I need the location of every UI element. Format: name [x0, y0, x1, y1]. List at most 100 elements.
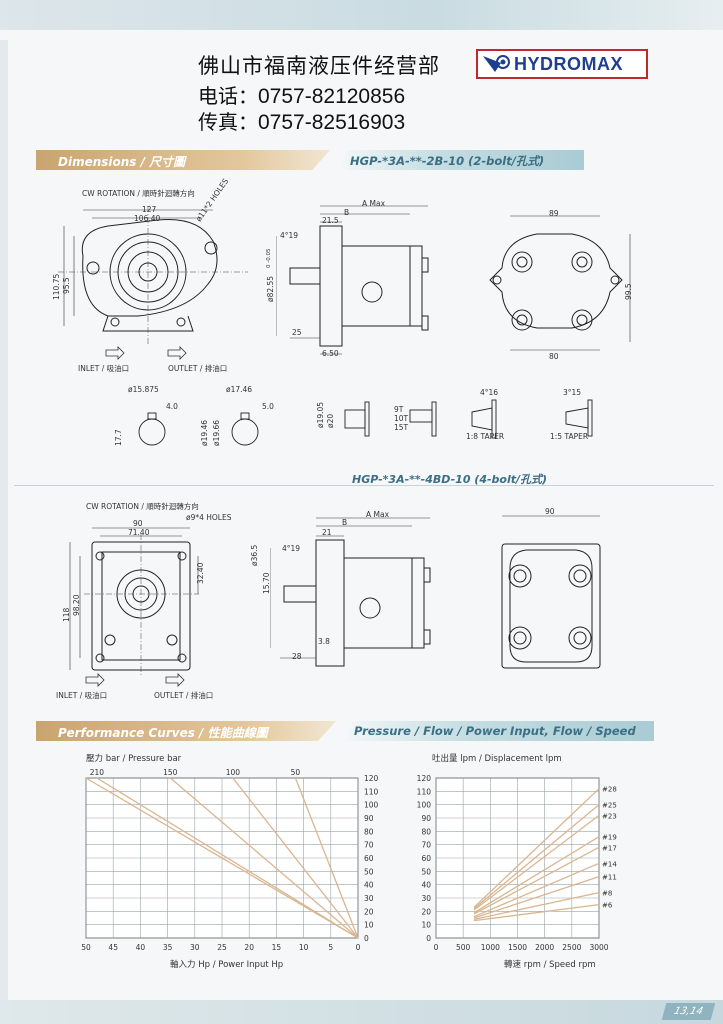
model-bar-2b: HGP-*3A-**-2B-10 (2-bolt/孔式) — [340, 150, 584, 170]
spline-10t: 10T — [394, 414, 409, 423]
rear-view-2bolt — [489, 215, 631, 351]
chart1-xlabel: 軸入力 Hp / Power Input Hp — [170, 960, 284, 970]
inlet-label-2b: INLET / 吸油口 — [78, 364, 130, 373]
fax-label: 传真： — [198, 110, 258, 134]
top-tick-label: 50 — [291, 768, 301, 777]
side-dim-28: 28 — [292, 652, 302, 661]
cw-rotation-label-4b: CW ROTATION / 順時針迴轉方向 — [86, 502, 199, 511]
x-tick-label: 0 — [356, 943, 361, 952]
series-line — [169, 777, 359, 939]
hydromax-logo-icon — [478, 51, 514, 77]
series-line — [473, 862, 600, 918]
series-line — [473, 814, 600, 911]
side-dia-tolerance: 0 -0.05 — [266, 248, 272, 268]
dim-118: 118 — [62, 607, 71, 622]
y-tick-label: 100 — [417, 801, 432, 810]
dimensions-title-bar: Dimensions / 尺寸圖 — [36, 150, 330, 170]
performance-title-bar: Performance Curves / 性能曲線圖 — [36, 721, 336, 741]
side-a-max-4b: A Max — [366, 510, 390, 519]
x-tick-label: 2000 — [535, 943, 554, 952]
dim-71-40: 71.40 — [128, 528, 150, 537]
phone-label: 电话： — [198, 84, 258, 108]
series-line — [473, 788, 600, 908]
series-line — [473, 892, 600, 920]
y-tick-label: 10 — [421, 921, 431, 930]
flow-arrows-4b — [85, 673, 185, 687]
x-tick-label: 45 — [108, 943, 118, 952]
x-tick-label: 15 — [272, 943, 282, 952]
dim-127: 127 — [142, 205, 157, 214]
top-tick-label: 100 — [226, 768, 241, 777]
side-angle-2b: 4°19 — [280, 231, 299, 240]
y-tick-label: 90 — [421, 814, 431, 823]
shaft-e-angle: 3°15 — [563, 388, 582, 397]
y-tick-label: 50 — [421, 867, 431, 876]
y-tick-label: 20 — [421, 907, 431, 916]
x-tick-label: 25 — [217, 943, 227, 952]
side-dim-3-8: 3.8 — [318, 637, 330, 646]
top-tick-label: 150 — [163, 768, 178, 777]
x-tick-label: 20 — [244, 943, 254, 952]
y-tick-label: 30 — [364, 894, 374, 903]
outlet-label-2b: OUTLET / 排油口 — [168, 364, 228, 373]
series-line — [473, 904, 600, 922]
rear-dim-80: 80 — [549, 352, 559, 361]
shaft-details — [138, 399, 593, 446]
x-tick-label: 30 — [190, 943, 200, 952]
side-dim-6-50: 6.50 — [322, 349, 339, 358]
y-tick-label: 120 — [364, 774, 379, 783]
bottom-band: 13,14 — [0, 1000, 723, 1024]
series-label: #19 — [602, 834, 617, 842]
top-band — [0, 0, 723, 30]
shaft-d-taper: 1:8 TAPER — [466, 432, 505, 441]
brand-name: HYDROMAX — [514, 53, 624, 74]
front-view-2bolt — [58, 206, 248, 346]
rear-dim-90: 90 — [545, 507, 555, 516]
company-block: 佛山市福南液压件经营部 电话：0757-82120856 传真：0757-825… — [198, 50, 458, 134]
x-tick-label: 40 — [136, 943, 146, 952]
x-tick-label: 1500 — [508, 943, 527, 952]
rear-view-4bolt — [501, 515, 601, 669]
dim-90-front: 90 — [133, 519, 143, 528]
performance-subtitle-bar: Pressure / Flow / Power Input, Flow / Sp… — [344, 721, 654, 741]
side-b-2b: B — [344, 208, 350, 217]
performance-subtitle: Pressure / Flow / Power Input, Flow / Sp… — [354, 724, 636, 738]
x-tick-label: 1000 — [481, 943, 500, 952]
y-tick-label: 100 — [364, 801, 379, 810]
x-tick-label: 3000 — [589, 943, 608, 952]
series-label: #28 — [602, 786, 617, 794]
flow-arrows-2b — [105, 346, 187, 360]
series-line — [473, 846, 600, 915]
chart2-top-label: 吐出量 lpm / Displacement lpm — [432, 754, 562, 764]
series-line — [232, 777, 359, 939]
series-line — [294, 777, 359, 939]
shaft-b-dia: ø17.46 — [226, 385, 253, 394]
inlet-label-4b: INLET / 吸油口 — [56, 691, 108, 700]
chart2-xlabel: 轉速 rpm / Speed rpm — [504, 960, 596, 970]
front-view-4bolt — [69, 527, 199, 677]
chart1-top-label: 壓力 bar / Pressure bar — [86, 754, 182, 764]
x-tick-label: 500 — [456, 943, 471, 952]
side-dim-25: 25 — [292, 328, 302, 337]
x-tick-label: 50 — [81, 943, 91, 952]
shaft-d-angle: 4°16 — [480, 388, 499, 397]
holes-label-4b: ø9*4 HOLES — [186, 513, 232, 522]
shaft-a-key: 4.0 — [166, 402, 178, 411]
shaft-a-dia: ø15.875 — [128, 385, 159, 394]
rear-dim-89: 89 — [549, 209, 559, 218]
series-label: #8 — [602, 890, 612, 898]
series-label: #6 — [602, 902, 613, 910]
x-tick-label: 10 — [299, 943, 309, 952]
dim-98-20: 98.20 — [72, 594, 81, 616]
phone-number: 0757-82120856 — [258, 85, 406, 108]
dim-106-40: 106.40 — [134, 214, 161, 223]
y-tick-label: 0 — [426, 934, 431, 943]
left-strip — [0, 40, 8, 1020]
dim-95-5: 95.5 — [62, 277, 71, 294]
y-tick-label: 110 — [417, 787, 432, 796]
series-line — [473, 836, 600, 914]
shaft-b-dia2: ø19.66 — [212, 419, 221, 446]
x-tick-label: 0 — [434, 943, 439, 952]
side-angle-4b: 4°19 — [282, 544, 301, 553]
